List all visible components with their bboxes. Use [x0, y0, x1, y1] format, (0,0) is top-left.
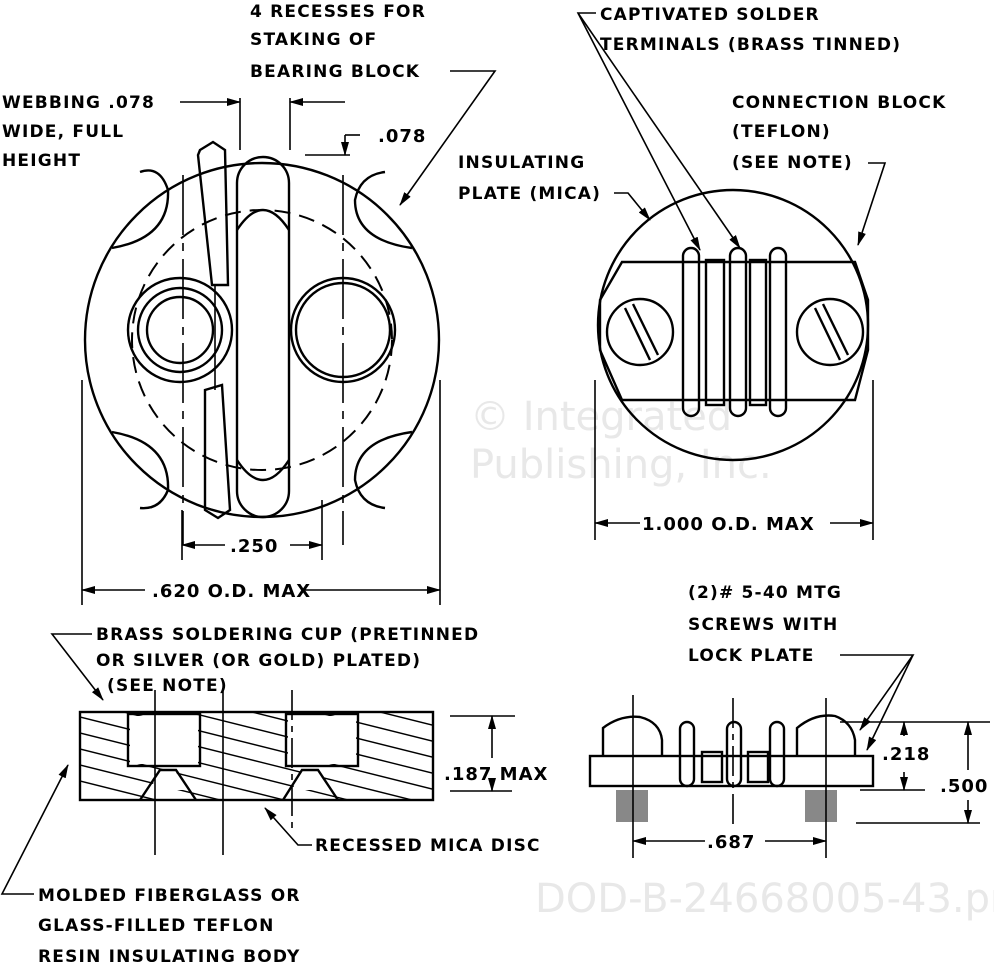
screw-head-left [605, 297, 675, 367]
recess-bottom-left [111, 430, 170, 510]
label-webbing-3: HEIGHT [2, 151, 81, 171]
label-connection-block-3: (SEE NOTE) [732, 153, 853, 173]
top-right-labels: CAPTIVATED SOLDER TERMINALS (BRASS TINNE… [458, 5, 946, 251]
webbing-bottom-curve [235, 459, 291, 481]
left-cup-ring-middle [136, 286, 224, 374]
label-mica-disc: RECESSED MICA DISC [315, 836, 541, 856]
wire-lead-top [196, 140, 230, 287]
dim-block-height: .218 [882, 744, 930, 765]
solder-terminal-2 [748, 258, 768, 407]
left-soldering-cup [126, 712, 202, 768]
side-terminal-2 [725, 720, 743, 788]
section-outline [78, 710, 435, 802]
side-terminal-1 [678, 720, 696, 788]
side-screw-head-left [601, 715, 664, 756]
top-left-dimensions: .250 .620 O.D. MAX [81, 98, 441, 605]
recess-top-right [353, 170, 413, 250]
center-webbing [235, 155, 291, 519]
label-cup-1: BRASS SOLDERING CUP (PRETINNED [96, 625, 479, 645]
dim-screw-spacing: .687 [707, 832, 755, 853]
side-solder-cup-1 [700, 750, 724, 784]
label-body-3: RESIN INSULATING BODY [38, 947, 301, 966]
dim-depth: .078 [378, 126, 426, 147]
connection-block-body [598, 260, 870, 402]
watermark-line-2: Publishing, Inc. [470, 442, 772, 488]
right-mica-recess [281, 768, 339, 801]
connection-block-side-view [588, 695, 875, 858]
dim-outer-diameter-right: 1.000 O.D. MAX [642, 514, 815, 535]
screw-thread-right [805, 790, 837, 822]
screw-slot-right [813, 307, 842, 361]
bottom-right-labels: (2)# 5-40 MTG SCREWS WITH LOCK PLATE [688, 583, 915, 751]
label-recesses-1: 4 RECESSES FOR [250, 2, 426, 22]
label-cup-3: (SEE NOTE) [107, 676, 228, 696]
bottom-right-dimensions: .218 .500 .687 [632, 721, 990, 853]
label-webbing-1: WEBBING .078 [2, 93, 155, 113]
bearing-block-top-view [83, 140, 441, 545]
label-terminals-2: TERMINALS (BRASS TINNED) [600, 35, 901, 55]
label-connection-block-1: CONNECTION BLOCK [732, 93, 946, 113]
wire-lead-bottom [203, 383, 232, 520]
left-cup-ring-outer [126, 276, 234, 384]
dim-section-height: .187 MAX [444, 764, 548, 785]
label-terminals-1: CAPTIVATED SOLDER [600, 5, 820, 25]
recess-top-left [111, 169, 170, 250]
top-left-labels: 4 RECESSES FOR STAKING OF BEARING BLOCK … [2, 2, 497, 206]
terminal-rib-3 [768, 246, 788, 418]
label-connection-block-2: (TEFLON) [732, 122, 831, 142]
right-soldering-cup [284, 712, 360, 768]
side-terminal-3 [768, 720, 786, 788]
dim-center-spacing: .250 [230, 536, 278, 557]
label-body-1: MOLDED FIBERGLASS OR [38, 886, 301, 906]
section-hatching [80, 712, 433, 800]
bearing-block-section-view [78, 690, 435, 855]
bottom-left-labels: BRASS SOLDERING CUP (PRETINNED OR SILVER… [0, 625, 541, 966]
label-recesses-3: BEARING BLOCK [250, 62, 420, 82]
left-mica-recess [139, 768, 197, 801]
label-cup-2: OR SILVER (OR GOLD) PLATED) [96, 651, 421, 671]
top-right-dimensions: 1.000 O.D. MAX [594, 380, 874, 540]
recess-bottom-right [353, 430, 413, 510]
screw-slot-left [623, 307, 652, 361]
bottom-left-dimensions: .187 MAX [444, 715, 548, 792]
label-recesses-2: STAKING OF [250, 30, 377, 50]
webbing-top-curve [235, 209, 291, 231]
solder-terminal-1 [704, 258, 726, 407]
screw-head-right [795, 297, 865, 367]
label-plate-2: PLATE (MICA) [458, 184, 601, 204]
watermark-line-3: DOD-B-24668005-43.png [535, 876, 994, 922]
label-screws-1: (2)# 5-40 MTG [688, 583, 842, 603]
dim-total-height: .500 [940, 776, 988, 797]
dim-outer-diameter-left: .620 O.D. MAX [152, 581, 311, 602]
bolt-circle-dashed [131, 209, 393, 471]
side-screw-head-right [795, 714, 857, 756]
label-plate-1: INSULATING [458, 153, 585, 173]
screw-thread-left [616, 790, 648, 822]
label-screws-2: SCREWS WITH [688, 615, 838, 635]
label-screws-3: LOCK PLATE [688, 646, 815, 666]
label-webbing-2: WIDE, FULL [2, 122, 124, 142]
left-cup-ring-inner [145, 295, 215, 365]
terminal-rib-2 [728, 246, 748, 418]
side-solder-cup-2 [746, 750, 770, 784]
terminal-rib-1 [681, 246, 701, 418]
label-body-2: GLASS-FILLED TEFLON [38, 916, 275, 936]
watermark-line-1: © Integrated [470, 394, 732, 440]
watermark: © Integrated Publishing, Inc. DOD-B-2466… [470, 394, 994, 922]
